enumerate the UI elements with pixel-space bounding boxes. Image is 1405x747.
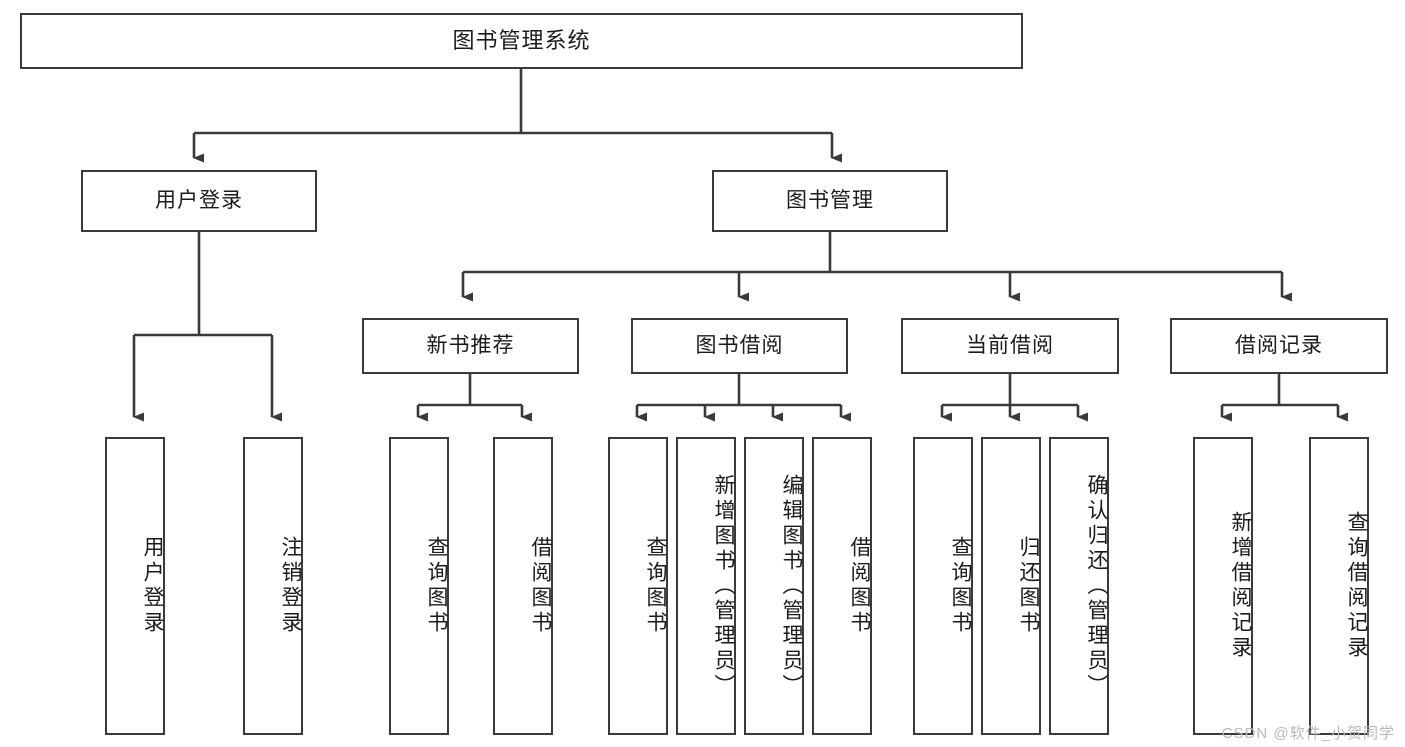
node-label: 借阅图书 [848, 536, 871, 636]
node-root-library-system[interactable]: 图书管理系统 [20, 13, 1023, 69]
csdn-watermark: CSDN @软件_小贺同学 [1221, 725, 1395, 742]
node-label: 图书管理系统 [452, 27, 591, 53]
leaf-query-borrow-record[interactable]: 查询借阅记录 [1309, 437, 1369, 735]
node-label: 确认归还（管理员） [1085, 473, 1108, 699]
node-label: 用户登录 [141, 536, 164, 636]
leaf-query-book-new[interactable]: 查询图书 [389, 437, 449, 735]
node-label: 新书推荐 [426, 334, 515, 358]
node-current-borrow[interactable]: 当前借阅 [901, 318, 1119, 374]
leaf-logout[interactable]: 注销登录 [243, 437, 303, 735]
leaf-query-book-borrow[interactable]: 查询图书 [608, 437, 668, 735]
node-label: 新增图书（管理员） [712, 473, 735, 699]
node-label: 图书借阅 [695, 334, 784, 358]
node-book-management[interactable]: 图书管理 [712, 170, 948, 232]
node-label: 借阅记录 [1235, 334, 1323, 358]
leaf-return-book[interactable]: 归还图书 [981, 437, 1041, 735]
node-label: 查询借阅记录 [1345, 511, 1368, 661]
node-label: 当前借阅 [966, 334, 1054, 358]
node-new-book-recommend[interactable]: 新书推荐 [362, 318, 579, 374]
node-label: 查询图书 [949, 536, 972, 636]
node-user-login[interactable]: 用户登录 [81, 170, 317, 232]
leaf-user-login[interactable]: 用户登录 [105, 437, 165, 735]
leaf-add-book-admin[interactable]: 新增图书（管理员） [676, 437, 736, 735]
node-label: 编辑图书（管理员） [780, 473, 803, 699]
node-book-borrow[interactable]: 图书借阅 [631, 318, 848, 374]
leaf-confirm-return-admin[interactable]: 确认归还（管理员） [1049, 437, 1109, 735]
node-label: 查询图书 [425, 536, 448, 636]
node-label: 查询图书 [644, 536, 667, 636]
node-borrow-record[interactable]: 借阅记录 [1170, 318, 1388, 374]
node-label: 用户登录 [155, 189, 243, 213]
leaf-edit-book-admin[interactable]: 编辑图书（管理员） [744, 437, 804, 735]
leaf-borrow-book-new[interactable]: 借阅图书 [493, 437, 553, 735]
leaf-add-borrow-record[interactable]: 新增借阅记录 [1193, 437, 1253, 735]
leaf-query-book-current[interactable]: 查询图书 [913, 437, 973, 735]
leaf-borrow-book[interactable]: 借阅图书 [812, 437, 872, 735]
node-label: 借阅图书 [529, 536, 552, 636]
node-label: 图书管理 [786, 189, 874, 213]
node-label: 注销登录 [279, 536, 302, 636]
node-label: 新增借阅记录 [1229, 511, 1252, 661]
node-label: 归还图书 [1017, 536, 1040, 636]
